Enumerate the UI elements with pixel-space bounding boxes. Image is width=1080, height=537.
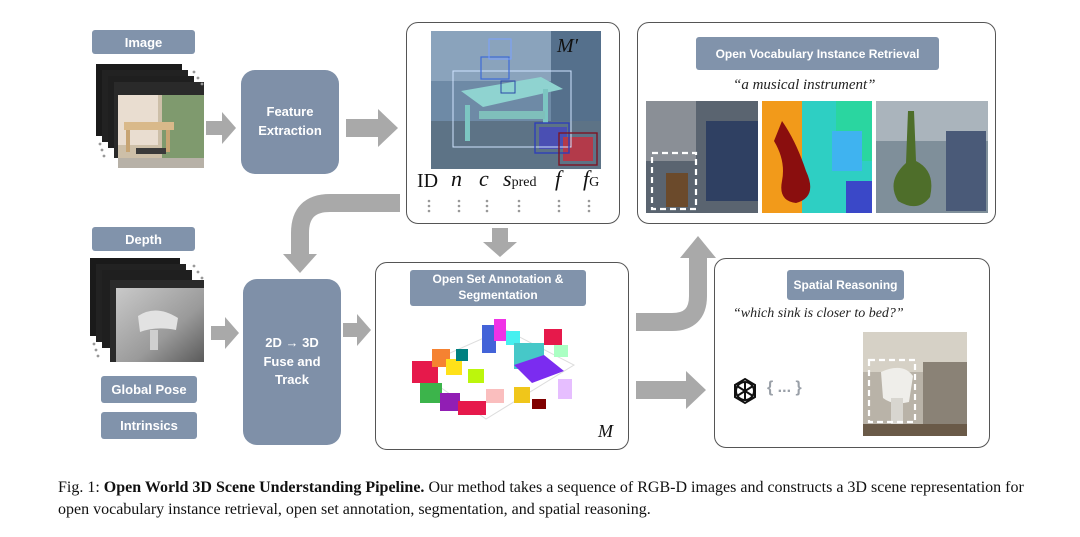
- rgb-frame-thumbnail: [118, 95, 204, 168]
- annotation-title: Open Set Annotation & Segmentation: [410, 270, 586, 306]
- caption-prefix: Fig. 1:: [58, 479, 104, 496]
- image-label: Image: [92, 30, 195, 54]
- figure-caption: Fig. 1: Open World 3D Scene Understandin…: [58, 477, 1058, 520]
- segmented-3d-scene: [412, 319, 576, 420]
- arrow-image-to-feature: [206, 112, 236, 144]
- annotation-segmentation-panel: Open Set Annotation & Segmentation M: [375, 262, 629, 450]
- spatial-title: Spatial Reasoning: [787, 270, 904, 300]
- retrieval-3d-view: [876, 101, 988, 213]
- caption-body: Our method takes a sequence of RGB-D ima…: [58, 479, 1024, 518]
- intrinsics-label: Intrinsics: [101, 412, 197, 439]
- arrow-map-to-annotation: [483, 228, 517, 257]
- map-label: M: [598, 421, 613, 441]
- fuse-track-step: 2D → 3D Fuse and Track: [243, 279, 341, 445]
- arrow-annotation-to-retrieval: [636, 256, 707, 331]
- col-s-subscript: pred: [511, 175, 537, 190]
- retrieval-query: “a musical instrument”: [733, 77, 876, 93]
- instance-retrieval-panel: Open Vocabulary Instance Retrieval “a mu…: [637, 22, 996, 224]
- col-f: f: [555, 166, 562, 191]
- arrow-depth-to-fuse: [211, 317, 239, 349]
- global-pose-label: Global Pose: [101, 376, 197, 403]
- feature-extraction-step: Feature Extraction: [241, 70, 339, 174]
- depth-label: Depth: [92, 227, 195, 251]
- arrow-annotation-to-spatial: [636, 371, 706, 409]
- llm-icon: [734, 377, 756, 405]
- col-n: n: [451, 166, 462, 191]
- caption-title: Open World 3D Scene Understanding Pipeli…: [103, 479, 425, 496]
- spatial-result-image: [863, 332, 967, 436]
- col-c: c: [479, 166, 489, 191]
- instance-map-panel: M′ ID n c spred f fG: [406, 22, 620, 224]
- spatial-query: “which sink is closer to bed?”: [733, 306, 904, 321]
- col-id: ID: [417, 170, 439, 192]
- retrieval-segmentation-view: [762, 101, 872, 213]
- fuse-track-label: 2D → 3D Fuse and Track: [263, 334, 321, 388]
- col-fg-subscript: G: [589, 175, 600, 190]
- image-frame-stack: [96, 64, 204, 168]
- col-s: spred: [503, 166, 537, 191]
- arrow-fuse-to-annotation: [343, 314, 371, 346]
- arrow-map-to-fuse: [291, 194, 400, 256]
- llm-output-placeholder: { ... }: [767, 379, 802, 396]
- detections-image: [431, 31, 601, 169]
- depth-frame-stack: [90, 258, 204, 362]
- column-continuation-dots: [427, 199, 591, 213]
- feature-extraction-label: Feature Extraction: [258, 104, 322, 138]
- retrieval-rgb-view: [646, 101, 758, 213]
- spatial-reasoning-panel: Spatial Reasoning “which sink is closer …: [714, 258, 990, 448]
- retrieval-results: [646, 101, 988, 213]
- col-fg: fG: [583, 166, 600, 191]
- retrieval-title: Open Vocabulary Instance Retrieval: [696, 37, 939, 70]
- map-prime-label: M′: [557, 35, 579, 57]
- arrow-feature-to-map: [346, 109, 398, 147]
